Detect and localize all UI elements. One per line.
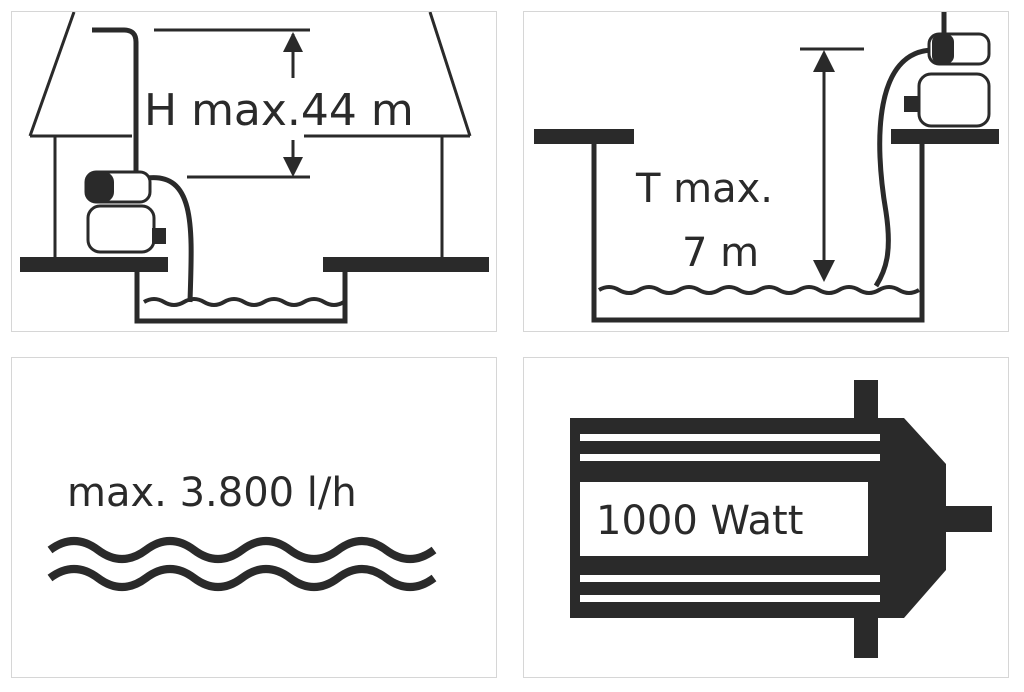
house-pump-lift-icon (20, 12, 489, 324)
well-pump-suction-icon (534, 12, 999, 323)
panel-max-head: H max.44 m (11, 11, 497, 332)
suction-label-layer: T max. 7 m (635, 166, 773, 276)
motor-power-label: 1000 Watt (596, 498, 803, 544)
power-label-layer: 1000 Watt (596, 498, 803, 544)
max-flow-label: max. 3.800 l/h (67, 470, 357, 516)
max-suction-label-line2: 7 m (682, 230, 759, 276)
max-suction-label-line1: T max. (635, 166, 773, 212)
panel-max-flow: max. 3.800 l/h (11, 357, 497, 678)
panel-max-suction: T max. 7 m (523, 11, 1009, 332)
water-waves-icon (47, 537, 437, 591)
head-label-layer: H max.44 m (144, 85, 414, 136)
electric-motor-icon (570, 380, 992, 658)
panel-motor-power: 1000 Watt (523, 357, 1009, 678)
flow-label-layer: max. 3.800 l/h (67, 470, 357, 516)
max-head-label: H max.44 m (144, 85, 414, 136)
